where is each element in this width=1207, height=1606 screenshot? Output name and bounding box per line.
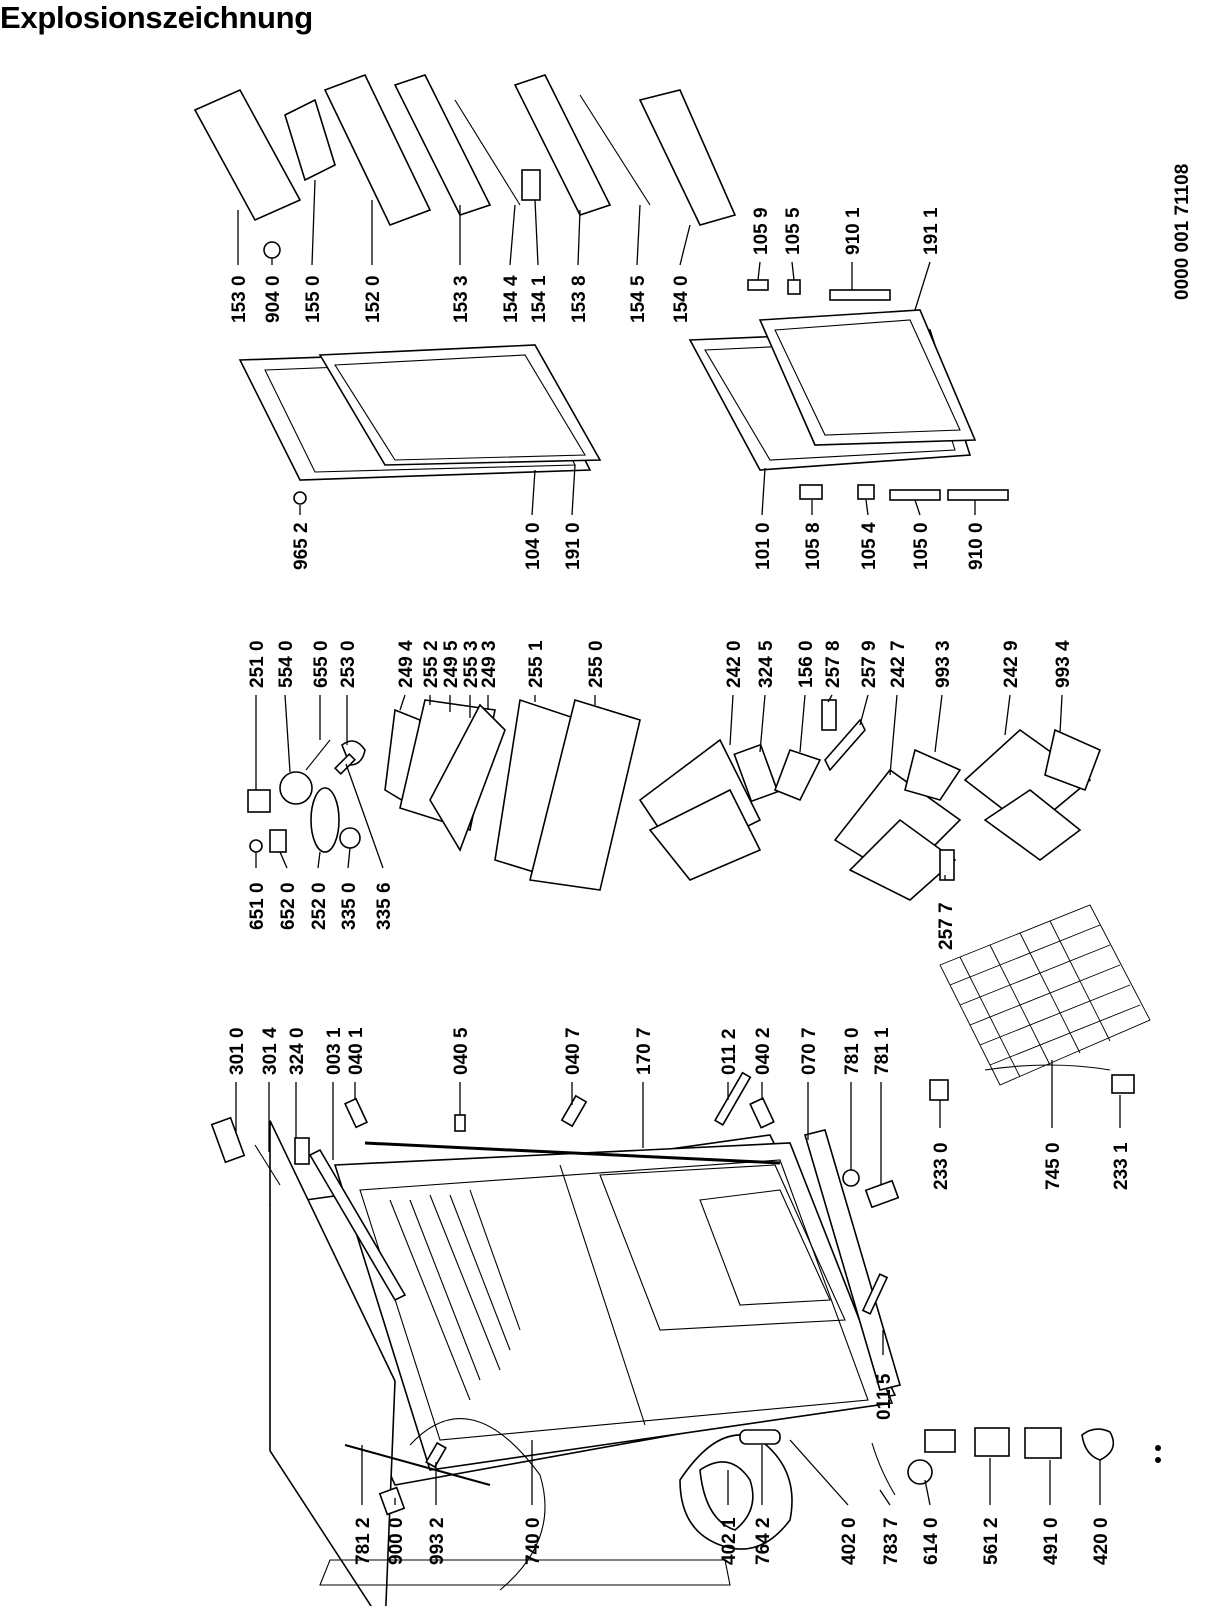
leader-lines — [235, 179, 1121, 1506]
part-label: 255 2 — [421, 640, 442, 688]
part-label: 170 7 — [634, 1027, 655, 1075]
part-label: 040 2 — [753, 1027, 774, 1075]
part-label: 335 0 — [339, 882, 360, 930]
part-label: 257 7 — [936, 902, 957, 950]
part-label: 255 3 — [461, 640, 482, 688]
part-label: 910 0 — [966, 522, 987, 570]
part-label: 491 0 — [1041, 1517, 1062, 1565]
part-label: 242 7 — [888, 640, 909, 688]
part-label: 191 1 — [921, 207, 942, 255]
page-title: Explosionszeichnung — [0, 0, 313, 35]
part-label: 614 0 — [921, 1517, 942, 1565]
part-label: 253 0 — [338, 640, 359, 688]
part-label: 910 1 — [843, 207, 864, 255]
part-label: 652 0 — [278, 882, 299, 930]
part-label: 745 0 — [1043, 1142, 1064, 1190]
part-label: 154 5 — [628, 275, 649, 323]
part-label: 402 1 — [719, 1517, 740, 1565]
part-label: 651 0 — [247, 882, 268, 930]
part-label: 993 4 — [1053, 640, 1074, 688]
part-label: 764 2 — [753, 1517, 774, 1565]
part-label: 040 1 — [346, 1027, 367, 1075]
part-label: 101 0 — [753, 522, 774, 570]
part-label: 105 9 — [751, 207, 772, 255]
part-label: 105 5 — [783, 207, 804, 255]
part-label: 011 2 — [719, 1029, 740, 1076]
part-label: 105 8 — [803, 522, 824, 570]
part-label: 070 7 — [799, 1027, 820, 1075]
part-label: 993 2 — [427, 1517, 448, 1565]
part-label: 655 0 — [311, 640, 332, 688]
part-label: 255 0 — [586, 640, 607, 688]
part-label: 257 9 — [859, 640, 880, 688]
part-label: 900 0 — [386, 1517, 407, 1565]
part-label: 420 0 — [1091, 1517, 1112, 1565]
part-label: 242 0 — [724, 640, 745, 688]
part-label: 255 1 — [526, 640, 547, 688]
part-label: 040 7 — [563, 1027, 584, 1075]
part-label: 040 5 — [451, 1027, 472, 1075]
part-label: 191 0 — [563, 522, 584, 570]
part-labels: 781 2 900 0 993 2 740 0 402 1 764 2 402 … — [227, 164, 1193, 1565]
cabinet-small-parts — [210, 1071, 1161, 1516]
part-label: 301 0 — [227, 1027, 248, 1075]
part-label: 153 8 — [569, 275, 590, 323]
part-label: 154 4 — [501, 275, 522, 323]
part-label: 011 5 — [874, 1373, 895, 1420]
part-label: 233 1 — [1111, 1142, 1132, 1190]
part-label: 301 4 — [260, 1027, 281, 1075]
doors — [238, 309, 1009, 505]
part-label: 335 6 — [374, 882, 395, 930]
part-label: 242 9 — [1001, 640, 1022, 688]
part-label: 781 0 — [842, 1027, 863, 1075]
part-label: 251 0 — [247, 640, 268, 688]
part-label: 249 4 — [396, 640, 417, 688]
part-label: 154 1 — [529, 275, 550, 323]
part-label: 783 7 — [881, 1517, 902, 1565]
part-label: 561 2 — [981, 1517, 1002, 1565]
part-label: 153 3 — [451, 275, 472, 323]
part-label: 965 2 — [291, 522, 312, 570]
part-label: 154 0 — [671, 275, 692, 323]
part-label: 152 0 — [363, 275, 384, 323]
part-label: 781 2 — [353, 1517, 374, 1565]
part-label: 156 0 — [796, 640, 817, 688]
evaporator-grid — [939, 904, 1151, 1086]
cabinet-body — [268, 1120, 902, 1606]
part-label: 324 0 — [287, 1027, 308, 1075]
part-label: 249 3 — [479, 640, 500, 688]
part-label: 153 0 — [229, 275, 250, 323]
document-code: 0000 001 71108 — [1172, 164, 1193, 300]
shelves-and-drawers — [247, 698, 1102, 901]
part-label: 252 0 — [309, 882, 330, 930]
part-label: 324 5 — [756, 640, 777, 688]
part-label: 904 0 — [263, 275, 284, 323]
part-label: 105 0 — [911, 522, 932, 570]
part-label: 105 4 — [859, 522, 880, 570]
part-label: 003 1 — [324, 1027, 345, 1075]
part-label: 233 0 — [931, 1142, 952, 1190]
part-label: 402 0 — [839, 1517, 860, 1565]
part-label: 104 0 — [523, 522, 544, 570]
part-label: 993 3 — [933, 640, 954, 688]
door-bins — [193, 73, 891, 301]
part-label: 155 0 — [303, 275, 324, 323]
part-label: 554 0 — [276, 640, 297, 688]
part-label: 781 1 — [872, 1027, 893, 1075]
part-label: 249 5 — [441, 640, 462, 688]
part-label: 740 0 — [523, 1517, 544, 1565]
part-label: 257 8 — [823, 640, 844, 688]
